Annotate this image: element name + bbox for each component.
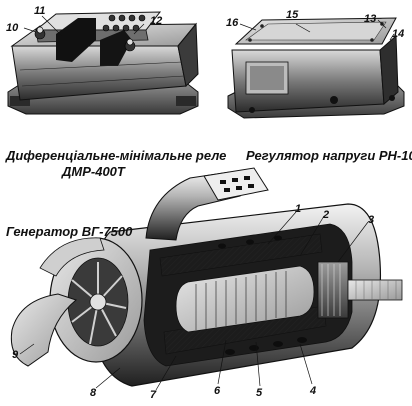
- generator-callout-4: 4: [309, 385, 316, 397]
- regulator-callout-14: 14: [392, 28, 404, 40]
- regulator-device: 15 16 13 14: [226, 9, 405, 119]
- relay-caption-line1: Диференціальне-мінімальне реле: [6, 148, 227, 163]
- relay-callout-11: 11: [34, 5, 45, 17]
- relay-callout-10: 10: [6, 22, 19, 34]
- generator-callout-3: 3: [368, 214, 374, 226]
- regulator-callout-13: 13: [364, 13, 376, 25]
- relay-caption-line2: ДМР-400Т: [62, 164, 125, 179]
- generator-callout-9: 9: [12, 349, 19, 361]
- generator-callout-1: 1: [295, 203, 301, 215]
- generator-callout-5: 5: [256, 387, 263, 399]
- generator-callout-2: 2: [322, 209, 329, 221]
- relay-callout-12: 12: [150, 15, 162, 27]
- generator-caption: Генератор ВГ-7500: [6, 224, 133, 239]
- generator-device: 1 2 3 4 5 6 7 8 9: [10, 167, 403, 401]
- regulator-callout-15: 15: [286, 9, 299, 21]
- relay-device: 10 11 12: [6, 5, 199, 115]
- regulator-callout-16: 16: [226, 17, 239, 29]
- generator-callout-7: 7: [150, 389, 157, 401]
- regulator-caption: Регулятор напруги РН-10: [246, 148, 412, 163]
- generator-callout-6: 6: [214, 385, 221, 397]
- generator-callout-8: 8: [90, 387, 97, 399]
